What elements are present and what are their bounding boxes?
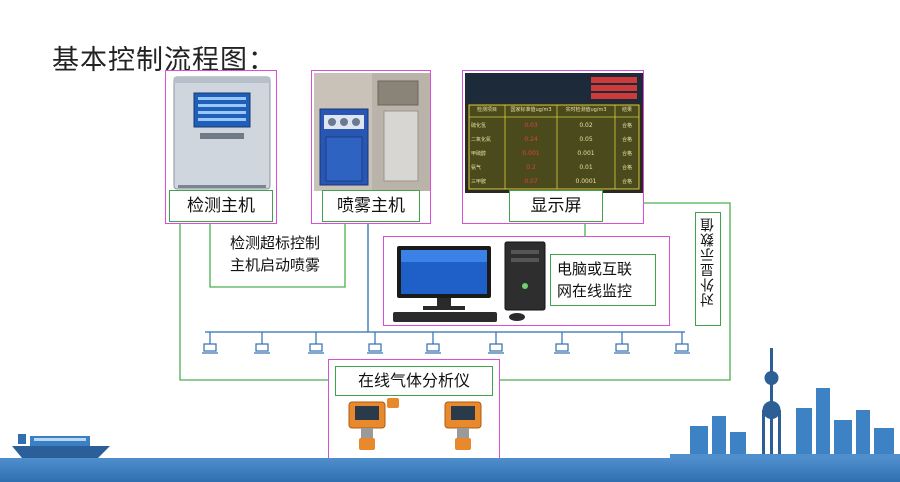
- analyzer-label: 在线气体分析仪: [335, 366, 493, 396]
- display-row-4-value: 0.01: [579, 164, 593, 171]
- display-header-3: 实时检测值ug/m3: [565, 107, 607, 113]
- monitor-frame: 电脑或互联 网在线监控: [383, 236, 670, 326]
- spray-nozzles: [202, 332, 690, 354]
- display-row-5-result: 合格: [621, 179, 632, 185]
- display-row-4-name: 氨气: [471, 165, 482, 171]
- display-table: 检测项目 国家标准值ug/m3 实时检测值ug/m3 结果 硫化氢 0.03 0…: [469, 106, 639, 190]
- computer-image: [393, 241, 546, 322]
- display-row-2-standard: 0.24: [524, 136, 538, 143]
- tv-tower-icon: [762, 348, 781, 456]
- host-label: 检测主机: [169, 190, 273, 222]
- host-device-image: [173, 76, 271, 190]
- display-row-4-standard: 0.2: [526, 164, 536, 171]
- spray-nozzle-8: [614, 332, 630, 354]
- spray-label: 喷雾主机: [322, 190, 420, 222]
- alarm-note-line-1: 检测超标控制: [230, 234, 321, 252]
- spray-nozzle-5: [425, 332, 441, 354]
- host-to-spray-line: [209, 222, 346, 288]
- display-row-2-name: 二氧化氮: [471, 137, 492, 143]
- display-row-3-standard: 0.001: [522, 150, 540, 157]
- monitor-label-line-2: 网在线监控: [557, 282, 633, 300]
- display-row-5-name: 三甲胺: [471, 179, 487, 185]
- analyzer-device-2: [444, 401, 482, 450]
- monitor-label-line-1: 电脑或互联: [557, 260, 633, 278]
- external-display-text: 对外显示数值: [700, 217, 716, 307]
- display-row-2-value: 0.05: [579, 136, 593, 143]
- spray-device-image: [314, 73, 430, 191]
- alarm-note-line-2: 主机启动喷雾: [230, 256, 321, 274]
- analyzer-devices-image: [348, 398, 482, 450]
- display-row-4-result: 合格: [621, 165, 632, 171]
- sea-band: [0, 458, 900, 482]
- host-to-analyzer-line: [179, 222, 330, 381]
- spray-nozzle-3: [308, 332, 324, 354]
- display-row-1-standard: 0.03: [524, 122, 538, 129]
- spray-nozzle-7: [554, 332, 570, 354]
- display-frame: 检测项目 国家标准值ug/m3 实时检测值ug/m3 结果 硫化氢 0.03 0…: [462, 70, 644, 224]
- display-row-3-name: 甲硫醇: [471, 151, 487, 157]
- display-row-5-value: 0.0001: [575, 178, 597, 185]
- display-header-2: 国家标准值ug/m3: [510, 107, 552, 113]
- spray-nozzle-9: [674, 332, 690, 354]
- spray-nozzle-2: [254, 332, 270, 354]
- display-row-1-result: 合格: [621, 123, 632, 129]
- display-row-2-result: 合格: [621, 137, 632, 143]
- spray-nozzle-6: [488, 332, 504, 354]
- spray-nozzle-4: [367, 332, 383, 354]
- host-frame: 检测主机: [165, 70, 277, 224]
- external-display-edge: 对外显示数值: [695, 212, 721, 326]
- spray-frame: 喷雾主机: [311, 70, 431, 224]
- analyzer-device-1: [348, 398, 399, 450]
- display-row-1-name: 硫化氢: [471, 123, 487, 129]
- alarm-note: 检测超标控制 主机启动喷雾: [222, 230, 340, 278]
- display-label: 显示屏: [509, 190, 603, 222]
- ship-illustration: [12, 434, 110, 458]
- display-header-4: 结果: [621, 107, 632, 113]
- spray-nozzle-1: [202, 332, 218, 354]
- display-to-analyzer-line: [500, 202, 731, 381]
- display-row-1-value: 0.02: [579, 122, 593, 129]
- display-row-3-result: 合格: [621, 151, 632, 157]
- display-screen-image: [465, 73, 643, 193]
- analyzer-frame: 在线气体分析仪: [328, 359, 500, 459]
- display-row-3-value: 0.001: [577, 150, 595, 157]
- monitor-label: 电脑或互联 网在线监控: [550, 254, 656, 306]
- display-row-5-standard: 0.07: [524, 178, 538, 185]
- display-header-1: 检测项目: [476, 107, 497, 113]
